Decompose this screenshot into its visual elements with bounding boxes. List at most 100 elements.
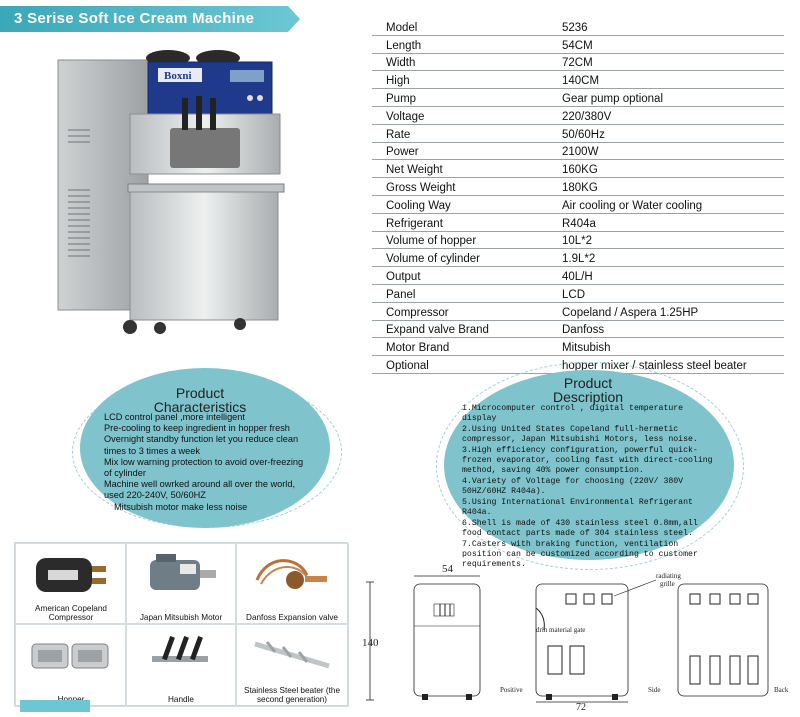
accessories-grid: American Copeland Compressor Japan Mitsu… xyxy=(14,542,349,707)
spec-key: Voltage xyxy=(386,110,425,123)
spec-row: Cooling Way Air cooling or Water cooling xyxy=(372,196,784,214)
characteristic-item: Overnight standby function let you reduc… xyxy=(104,434,299,456)
grille-label: grille xyxy=(660,580,675,588)
spec-value: 220/380V xyxy=(562,110,612,123)
spec-key: Volume of hopper xyxy=(386,235,477,248)
positive-label: Positive xyxy=(500,686,523,694)
spec-key: Cooling Way xyxy=(386,199,451,212)
spec-value: 54CM xyxy=(562,39,593,52)
height-label: 140 xyxy=(362,637,379,649)
spec-key: Power xyxy=(386,146,419,159)
machine-image: Boxni xyxy=(50,40,290,340)
spec-value: 2100W xyxy=(562,146,599,159)
dimension-drawings: 140 54 Positive drin material gate radia… xyxy=(360,560,800,713)
banner-title: 3 Serise Soft Ice Cream Machine xyxy=(14,10,255,27)
spec-key: Optional xyxy=(386,359,429,372)
description-circle xyxy=(444,370,734,560)
spec-row: Power 2100W xyxy=(372,143,784,161)
description-title-line1: Product xyxy=(563,375,613,391)
accessory-cell-beater: Stainless Steel beater (the second gener… xyxy=(235,623,349,707)
description-item: 2.Using United States Copeland full-herm… xyxy=(462,425,698,444)
radiating-label: radiating xyxy=(656,572,681,580)
characteristic-item: LCD control panel ,more intelligent xyxy=(104,412,245,422)
spec-key: Motor Brand xyxy=(386,342,450,355)
description-item: 5.Using International Environmental Refr… xyxy=(462,498,693,517)
back-label: Back xyxy=(774,686,789,694)
spec-key: Width xyxy=(386,57,416,70)
depth-label: 72 xyxy=(576,702,586,712)
accessory-cell-handle: Handle xyxy=(125,623,237,707)
spec-value: Copeland / Aspera 1.25HP xyxy=(562,306,699,319)
spec-key: Length xyxy=(386,39,422,52)
compressor-icon xyxy=(36,558,106,592)
characteristic-item: Mitsubish motor make less noise xyxy=(114,501,248,512)
motor-icon xyxy=(150,554,216,590)
title-banner: 3 Serise Soft Ice Cream Machine xyxy=(0,6,318,32)
spec-key: Net Weight xyxy=(386,164,443,177)
spec-key: Rate xyxy=(386,128,411,141)
accessory-caption: Hopper xyxy=(16,695,126,704)
spec-value: Mitsubish xyxy=(562,342,611,355)
accessory-caption: American Copeland Compressor xyxy=(35,604,107,622)
banner-bar xyxy=(0,6,300,32)
description-ring xyxy=(436,362,744,570)
spec-value: Air cooling or Water cooling xyxy=(562,199,703,212)
spec-key: High xyxy=(386,75,410,88)
spec-row: Width 72CM xyxy=(372,54,784,72)
characteristics-list: LCD control panel ,more intelligent Pre-… xyxy=(104,412,312,513)
characteristics-title-line1: Product xyxy=(175,385,225,401)
spec-key: Refrigerant xyxy=(386,217,443,230)
description-item: 4.Variety of Voltage for choosing (220V/… xyxy=(462,477,684,496)
characteristic-item: Pre-cooling to keep ingredient in hopper… xyxy=(104,423,290,434)
spec-row: Volume of hopper 10L*2 xyxy=(372,232,784,250)
spec-row: Compressor Copeland / Aspera 1.25HP xyxy=(372,303,784,321)
characteristic-item: Mix low warning protection to avoid over… xyxy=(104,456,304,479)
brand-label: Boxni xyxy=(164,70,192,82)
expansion-valve-icon xyxy=(255,559,327,589)
description-item: 6.Shell is made of 430 stainless steel 0… xyxy=(462,519,698,538)
characteristics-circle xyxy=(80,368,330,528)
spec-row: Output 40L/H xyxy=(372,267,784,285)
spec-key: Model xyxy=(386,21,418,34)
handle-icon xyxy=(152,636,208,662)
accessory-caption: Handle xyxy=(168,695,194,704)
side-label: Side xyxy=(648,686,660,694)
accessory-caption: Danfoss Expansion valve xyxy=(246,613,338,622)
description-list: 1.Microcomputer control , digital temper… xyxy=(462,404,714,571)
characteristics-title-line2: Characteristics xyxy=(153,399,247,415)
spec-key: Output xyxy=(386,270,421,283)
spec-value: Danfoss xyxy=(562,324,605,337)
spec-row: Expand valve Brand Danfoss xyxy=(372,321,784,339)
spec-value: 72CM xyxy=(562,57,593,70)
drain-label: drin material gate xyxy=(536,626,585,634)
bottom-strip xyxy=(20,700,90,712)
beater-icon xyxy=(254,641,330,669)
ice-cream-machine-icon: Boxni xyxy=(57,50,285,334)
spec-row: Voltage 220/380V xyxy=(372,107,784,125)
spec-value: 5236 xyxy=(562,21,588,34)
accessory-cell-compressor: American Copeland Compressor xyxy=(15,543,127,625)
description-item: 1.Microcomputer control , digital temper… xyxy=(462,404,684,423)
spec-key: Expand valve Brand xyxy=(386,324,489,337)
spec-value: 10L*2 xyxy=(562,235,593,248)
spec-value: Gear pump optional xyxy=(562,92,664,105)
characteristics-title: Product Characteristics xyxy=(140,386,260,414)
spec-value: LCD xyxy=(562,288,586,301)
spec-key: Compressor xyxy=(386,306,449,319)
spec-row: Motor Brand Mitsubish xyxy=(372,338,784,357)
description-item: 7.Casters with braking function, ventila… xyxy=(462,540,698,569)
accessory-cell-motor: Japan Mitsubish Motor xyxy=(125,543,237,625)
spec-row: Model 5236 xyxy=(372,18,784,36)
characteristic-item: Machine well owrked around all over the … xyxy=(104,479,295,501)
spec-value: 40L/H xyxy=(562,270,593,283)
spec-row: Length 54CM xyxy=(372,36,784,54)
spec-key: Gross Weight xyxy=(386,181,456,194)
